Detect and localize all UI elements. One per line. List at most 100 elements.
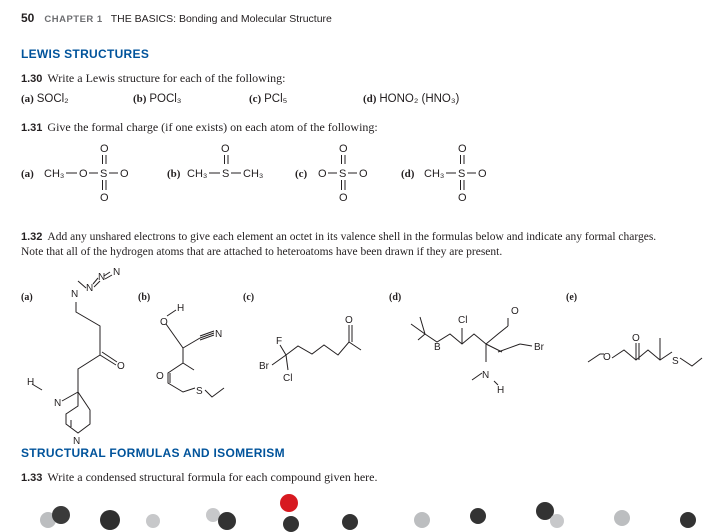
svg-text:O: O [120, 168, 129, 180]
svg-text:O: O [478, 168, 487, 180]
svg-text:H: H [27, 377, 34, 388]
svg-text:N: N [73, 436, 80, 447]
svg-text:H: H [497, 385, 504, 396]
problem-1-33: 1.33 Write a condensed structural formula… [21, 470, 377, 485]
label-1-32-b: (b) [138, 292, 150, 303]
svg-text:O: O [339, 192, 348, 204]
svg-text:N: N [71, 289, 78, 300]
molecule-1-32-d-atoms: B Cl O Br N H [434, 306, 545, 396]
section-heading-lewis: LEWIS STRUCTURES [21, 47, 150, 61]
option-1-30-d: (d) HONO₂ (HNO₃) [363, 93, 460, 105]
problem-text: Give the formal charge (if one exists) o… [47, 120, 378, 134]
svg-text:O: O [117, 361, 125, 372]
svg-text:Cl: Cl [458, 315, 467, 326]
svg-text:CH₃: CH₃ [243, 168, 263, 180]
model-atom-carbon [536, 502, 554, 520]
svg-text:Br: Br [259, 361, 270, 372]
model-atom-carbon [218, 512, 236, 530]
svg-text:S: S [458, 168, 465, 180]
molecule-1-32-c [271, 325, 362, 371]
problem-1-32-line2: Note that all of the hydrogen atoms that… [21, 246, 503, 258]
model-atom-carbon [680, 512, 696, 528]
label-1-32-a: (a) [21, 292, 33, 303]
molecule-1-31-d: CH₃ S O O O [424, 143, 487, 204]
molecule-1-32-a-atoms: N N N N O N N H [27, 267, 125, 447]
svg-text:CH₃: CH₃ [424, 168, 444, 180]
svg-text:S: S [222, 168, 229, 180]
problem-text: Write a condensed structural formula for… [47, 470, 378, 484]
problem-text: Write a Lewis structure for each of the … [47, 71, 286, 85]
svg-text:O: O [458, 192, 467, 204]
svg-text:S: S [339, 168, 346, 180]
svg-text:O: O [632, 333, 640, 344]
problem-1-30: 1.30 Write a Lewis structure for each of … [21, 71, 286, 86]
chapter-title: THE BASICS: Bonding and Molecular Struct… [110, 13, 332, 25]
svg-text:H: H [177, 303, 184, 314]
model-atom-hydrogen [614, 510, 630, 526]
running-head: 50 CHAPTER 1 THE BASICS: Bonding and Molec… [21, 11, 332, 25]
svg-text:S: S [196, 386, 203, 397]
label-1-32-d: (d) [389, 292, 401, 303]
svg-text:F: F [276, 336, 282, 347]
svg-text:N: N [86, 283, 93, 294]
label-1-32-c: (c) [243, 292, 254, 303]
model-atom-hydrogen [414, 512, 430, 528]
option-1-30-a: (a) SOCl₂ [21, 93, 69, 105]
molecule-1-31-c: O S O O O [318, 143, 368, 204]
problem-number: 1.30 [21, 73, 43, 85]
problem-1-32: 1.32 Add any unshared electrons to give e… [21, 231, 656, 243]
svg-text:O: O [339, 143, 348, 155]
svg-text:O: O [79, 168, 88, 180]
chapter-label: CHAPTER 1 [44, 14, 103, 25]
label-1-31-b: (b) [167, 168, 181, 180]
svg-text:N: N [113, 267, 120, 278]
molecule-1-32-c-atoms: O F Br Cl [259, 315, 353, 384]
svg-text:N: N [54, 398, 61, 409]
molecule-1-32-d [410, 316, 533, 386]
molecule-1-31-b: CH₃ S CH₃ O [187, 143, 263, 180]
svg-text:O: O [511, 306, 519, 317]
model-atom-carbon [283, 516, 299, 532]
svg-text:O: O [160, 317, 168, 328]
svg-text:O: O [603, 352, 611, 363]
model-atom-carbon [100, 510, 120, 530]
molecule-1-32-b [165, 309, 225, 398]
svg-text:Cl: Cl [283, 373, 292, 384]
svg-text:S: S [100, 168, 107, 180]
molecule-1-32-b-atoms: O H N O S [156, 303, 222, 397]
svg-text:N: N [482, 370, 489, 381]
molecule-1-31-a: CH₃ O S O O O [44, 143, 129, 204]
page-number: 50 [21, 11, 35, 25]
svg-text:O: O [359, 168, 368, 180]
problem-number: 1.33 [21, 472, 43, 484]
option-1-30-b: (b) POCl₃ [133, 93, 182, 105]
model-atom-oxygen [280, 494, 298, 512]
svg-text:N: N [215, 329, 222, 340]
svg-text:CH₃: CH₃ [44, 168, 64, 180]
svg-text:O: O [100, 143, 109, 155]
model-atom-hydrogen [206, 508, 220, 522]
svg-text:O: O [221, 143, 230, 155]
model-atom-carbon [470, 508, 486, 524]
svg-text:N: N [98, 272, 105, 283]
molecule-1-32-a [31, 271, 118, 434]
label-1-31-d: (d) [401, 168, 415, 180]
svg-text:O: O [458, 143, 467, 155]
molecule-1-32-e [587, 338, 703, 367]
svg-text:S: S [672, 356, 679, 367]
model-atom-carbon [52, 506, 70, 524]
section-heading-isomerism: STRUCTURAL FORMULAS AND ISOMERISM [21, 446, 285, 460]
option-1-30-c: (c) PCl₅ [249, 93, 288, 105]
svg-text:Br: Br [534, 342, 545, 353]
svg-text:O: O [345, 315, 353, 326]
label-1-32-e: (e) [566, 292, 577, 303]
svg-text:O: O [156, 371, 164, 382]
problem-number: 1.32 [21, 231, 43, 243]
svg-text:B: B [434, 342, 441, 353]
svg-text:O: O [100, 192, 109, 204]
problem-text-line1: Add any unshared electrons to give each … [47, 231, 657, 243]
svg-text:CH₃: CH₃ [187, 168, 207, 180]
model-atom-carbon [342, 514, 358, 530]
